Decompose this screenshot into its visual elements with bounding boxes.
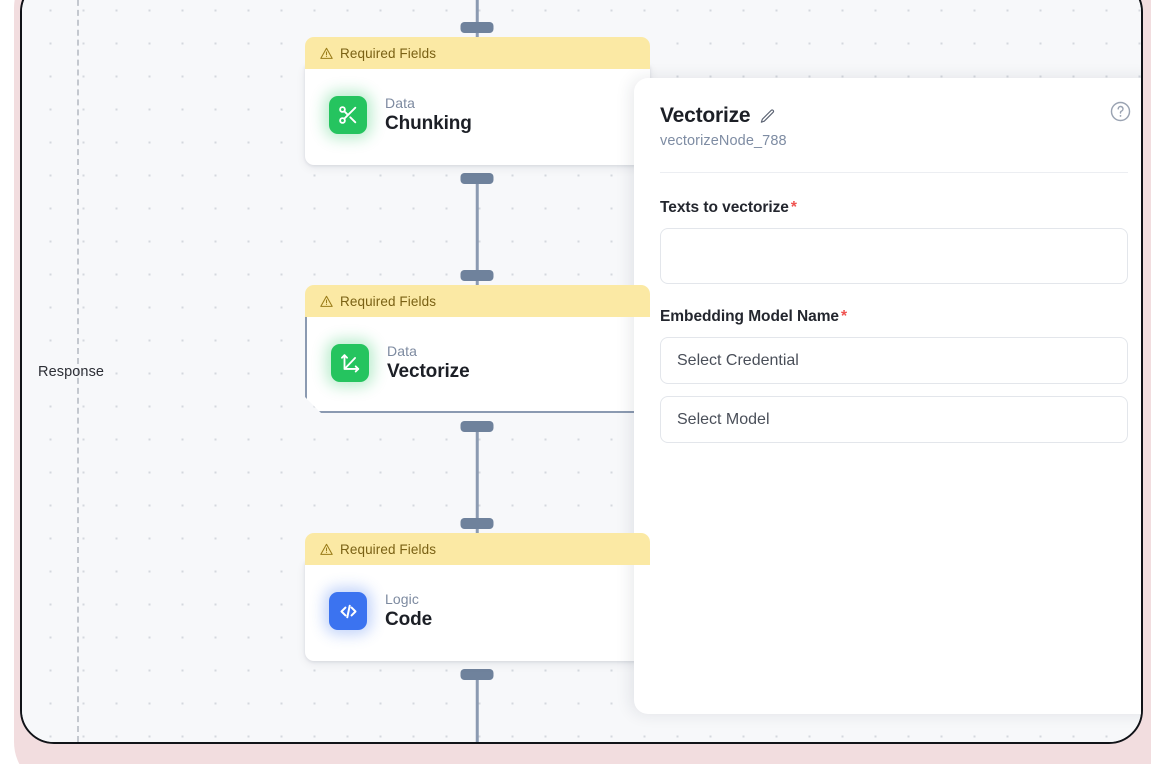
node-chunking[interactable]: Required Fields Data Chu <box>305 37 650 165</box>
node-body[interactable]: Data Chunking <box>305 65 650 165</box>
page-title: Vectorize <box>660 104 751 127</box>
pencil-icon[interactable] <box>759 108 776 125</box>
texts-to-vectorize-input[interactable] <box>660 228 1128 284</box>
handle-vectorize-in[interactable] <box>460 270 494 281</box>
properties-panel: Vectorize vectorizeNode_788 <box>634 78 1141 714</box>
panel-divider <box>660 172 1128 173</box>
node-category: Logic <box>385 591 419 607</box>
node-category: Data <box>385 95 415 111</box>
node-body[interactable]: Logic Code <box>305 561 650 661</box>
node-body[interactable]: Data Vectorize <box>305 313 650 413</box>
canvas-frame: Response Required Fields <box>20 0 1143 744</box>
node-banner-label: Required Fields <box>340 293 437 309</box>
field-label-embedding-model-name: Embedding Model Name* <box>660 308 1128 326</box>
scissors-icon <box>329 96 367 134</box>
required-marker: * <box>790 199 797 216</box>
node-category: Data <box>387 343 417 359</box>
help-circle-icon[interactable] <box>1109 100 1132 123</box>
node-id-label: vectorizeNode_788 <box>660 133 787 149</box>
handle-chunking-in[interactable] <box>460 22 494 33</box>
node-title: Vectorize <box>387 361 470 382</box>
edge-top <box>475 0 479 38</box>
node-title: Chunking <box>385 113 472 134</box>
warning-triangle-icon <box>320 543 333 555</box>
select-credential-dropdown[interactable]: Select Credential <box>660 337 1128 384</box>
node-required-banner: Required Fields <box>305 533 650 565</box>
field-label-text: Embedding Model Name <box>660 308 839 325</box>
code-brackets-icon <box>329 592 367 630</box>
edge-bottom <box>475 672 479 742</box>
workflow-canvas[interactable]: Response Required Fields <box>22 0 1141 742</box>
panel-title-row: Vectorize <box>660 104 1128 128</box>
edge-vectorize-code <box>475 424 479 546</box>
handle-code-out[interactable] <box>460 669 494 680</box>
warning-triangle-icon <box>320 295 333 307</box>
handle-code-in[interactable] <box>460 518 494 529</box>
handle-vectorize-out[interactable] <box>460 421 494 432</box>
node-required-banner: Required Fields <box>305 37 650 69</box>
select-model-dropdown[interactable]: Select Model <box>660 396 1128 443</box>
vector-axes-icon <box>331 344 369 382</box>
field-label-text: Texts to vectorize <box>660 199 789 216</box>
edge-chunking-vectorize <box>475 176 479 298</box>
required-marker: * <box>841 308 847 325</box>
node-banner-label: Required Fields <box>340 541 437 557</box>
handle-chunking-out[interactable] <box>460 173 494 184</box>
node-title: Code <box>385 609 433 630</box>
node-required-banner: Required Fields <box>305 285 650 317</box>
warning-triangle-icon <box>320 47 333 59</box>
node-code[interactable]: Required Fields Logic Code <box>305 533 650 661</box>
panel-body: Texts to vectorize* Embedding Model Name… <box>634 173 1141 443</box>
panel-header: Vectorize vectorizeNode_788 <box>634 78 1141 173</box>
node-banner-label: Required Fields <box>340 45 437 61</box>
response-divider <box>77 0 79 742</box>
node-vectorize[interactable]: Required Fields Data Vectorize <box>305 285 650 413</box>
field-label-texts-to-vectorize: Texts to vectorize* <box>660 199 1128 217</box>
response-label: Response <box>38 364 105 380</box>
